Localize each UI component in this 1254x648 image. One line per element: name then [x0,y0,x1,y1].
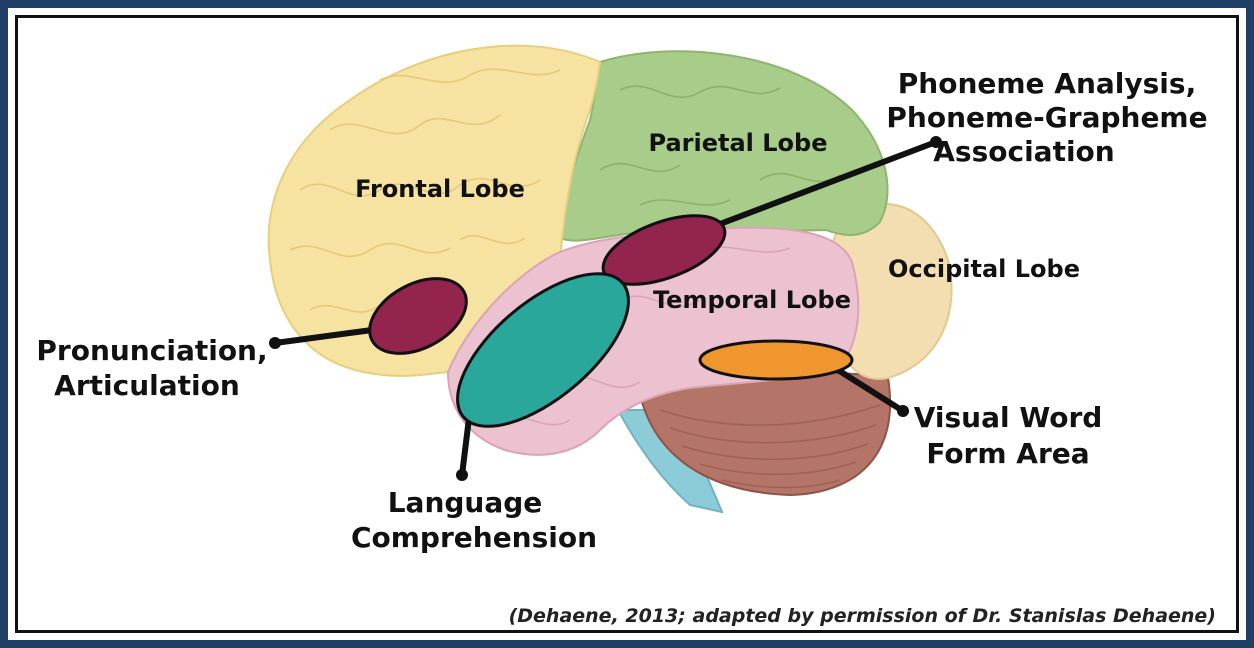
visual-word-form-region [700,341,852,379]
visual-label-line2: Form Area [926,437,1089,470]
visual-label-line1: Visual Word [914,401,1103,434]
language-dot [456,469,468,481]
pronunciation-label-line2: Articulation [54,369,240,402]
phoneme-label-line3: Association [933,135,1114,168]
occipital-lobe-label: Occipital Lobe [888,255,1080,283]
parietal-lobe-label: Parietal Lobe [649,129,828,157]
pronunciation-label-line1: Pronunciation, [36,334,267,367]
phoneme-label-line1: Phoneme Analysis, [898,67,1196,100]
phoneme-label-line2: Phoneme-Grapheme [886,101,1207,134]
frontal-lobe-label: Frontal Lobe [355,175,525,203]
visual-dot [897,405,909,417]
language-label-line2: Comprehension [351,521,597,554]
language-label-line1: Language [388,486,543,519]
temporal-lobe-label: Temporal Lobe [653,286,851,314]
pronunciation-dot [269,337,281,349]
citation: (Dehaene, 2013; adapted by permission of… [509,605,1216,627]
